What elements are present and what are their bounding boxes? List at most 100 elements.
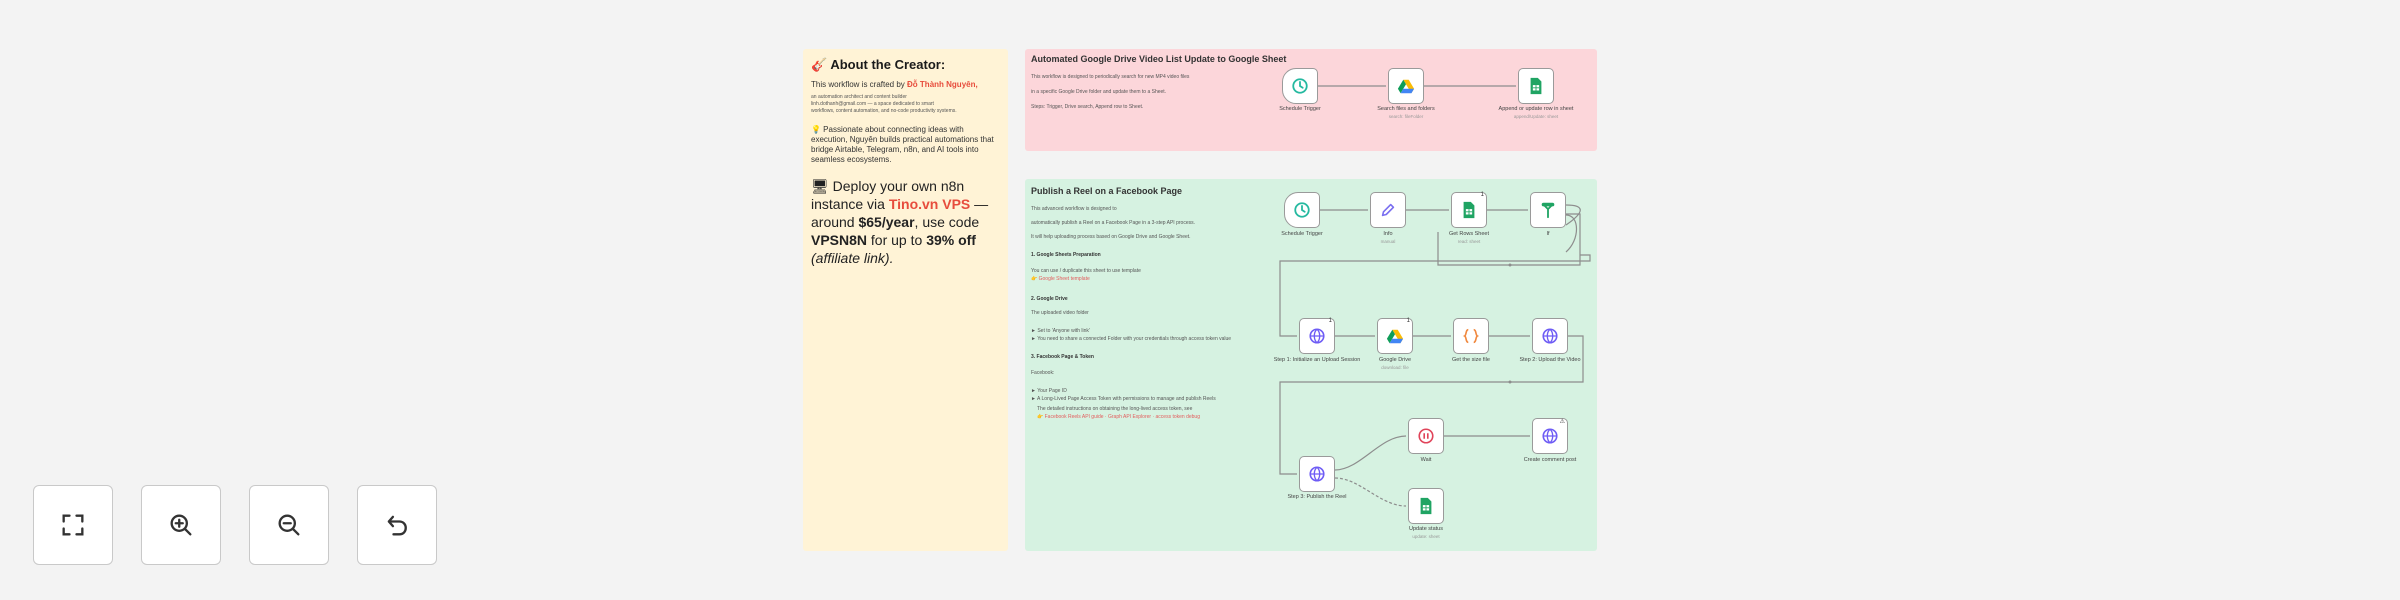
zoom-in-button[interactable]	[141, 485, 221, 565]
fb-publish-reel-label: Step 3: Publish the Reel	[1287, 494, 1347, 500]
fb-schedule-trigger-label: Schedule Trigger	[1281, 231, 1323, 237]
fit-view-button[interactable]	[33, 485, 113, 565]
fb-note-sec1-a: You can use / duplicate this sheet to us…	[1031, 268, 1141, 274]
fb-edit-fields-node[interactable]	[1370, 192, 1406, 228]
drive-note-desc-1: This workflow is designed to periodicall…	[1031, 74, 1190, 80]
fb-note-sec3-c: ► A Long-Lived Page Access Token with pe…	[1031, 396, 1216, 402]
fb-note-sec3-a: Facebook:	[1031, 370, 1055, 376]
creator-small-3: workflows, content automation, and no-co…	[811, 108, 957, 114]
deploy-link[interactable]: Tino.vn VPS	[888, 196, 971, 212]
fb-init-upload-label: Step 1: Initialize an Upload Session	[1273, 357, 1361, 363]
drive-search-subtitle: search: fileFolder	[1388, 114, 1424, 119]
zoom-in-icon	[170, 514, 192, 536]
fb-edit-fields-label: Info manual	[1343, 231, 1433, 245]
fb-note-sec1-b[interactable]: 👉 Google Sheet template	[1031, 276, 1090, 282]
if-branch-icon	[1541, 202, 1555, 219]
fb-if-label: If	[1546, 231, 1550, 237]
fb-get-rows-node[interactable]: 1	[1451, 192, 1487, 228]
zoom-out-icon	[278, 514, 300, 536]
drive-note-desc-3: Steps: Trigger, Drive search, Append row…	[1031, 104, 1144, 110]
code-braces-icon	[1462, 328, 1480, 344]
fb-edit-fields-subtitle: manual	[1380, 239, 1396, 244]
clock-icon	[1294, 202, 1310, 218]
fb-note-sec2: 2. Google Drive	[1031, 296, 1068, 302]
drive-note-desc-2: in a specific Google Drive folder and up…	[1031, 89, 1167, 95]
fb-get-rows-label: Get Rows Sheet read: sheet	[1424, 231, 1514, 245]
drive-search-title: Search files and folders	[1377, 106, 1435, 112]
google-drive-icon	[1397, 79, 1415, 94]
google-sheets-icon	[1530, 77, 1542, 95]
google-drive-icon	[1386, 329, 1404, 344]
deploy-off-prefix: for up to	[867, 232, 927, 248]
globe-icon	[1309, 466, 1325, 482]
fb-upload-video-label: Step 2: Upload the Video	[1519, 357, 1581, 363]
drive-search-node[interactable]	[1388, 68, 1424, 104]
deploy-code-prefix: , use code	[914, 214, 980, 230]
fb-note-sec3-d: The detailed instructions on obtaining t…	[1037, 406, 1193, 412]
creator-title: 🎸 About the Creator:	[811, 57, 946, 72]
fb-update-status-subtitle: update: sheet	[1412, 534, 1440, 539]
zoom-out-button[interactable]	[249, 485, 329, 565]
creator-passion: 💡 Passionate about connecting ideas with…	[811, 125, 994, 164]
deploy-affiliate: (affiliate link).	[811, 250, 894, 266]
fb-google-drive-subtitle: download: file	[1381, 365, 1409, 370]
fb-create-comment-label: Create comment post	[1523, 457, 1577, 463]
creator-line: This workflow is crafted by Đỗ Thành Ngu…	[811, 79, 1000, 90]
pencil-icon	[1381, 203, 1395, 217]
creator-small-2: linh.dothanh@gmail.com — a space dedicat…	[811, 101, 934, 107]
deploy-code: VPSN8N	[811, 232, 868, 248]
fb-wait-label: Wait	[1420, 457, 1432, 463]
creator-author-link[interactable]: Đỗ Thành Nguyên,	[907, 80, 978, 89]
fb-code-label: Get the size file	[1452, 357, 1490, 363]
fb-google-drive-node[interactable]: 1	[1377, 318, 1413, 354]
fb-init-upload-node[interactable]: 1	[1299, 318, 1335, 354]
google-sheets-icon	[1463, 201, 1475, 219]
fb-note-desc-3: It will help uploading process based on …	[1031, 234, 1191, 240]
fb-note-sec1: 1. Google Sheets Preparation	[1031, 252, 1101, 258]
fb-publish-reel-node[interactable]	[1299, 456, 1335, 492]
creator-line-prefix: This workflow is crafted by	[811, 80, 908, 89]
fb-schedule-trigger-node[interactable]	[1284, 192, 1320, 228]
fb-update-status-label: Update status update: sheet	[1381, 526, 1471, 540]
fb-note-sec2-b: ► Set to 'Anyone with link'	[1031, 328, 1090, 334]
drive-schedule-trigger-label: Schedule Trigger	[1279, 106, 1321, 112]
creator-small-1: an automation architect and content buil…	[811, 94, 907, 100]
fb-update-status-title: Update status	[1409, 526, 1443, 532]
fb-update-status-node[interactable]	[1408, 488, 1444, 524]
fb-wait-node[interactable]	[1408, 418, 1444, 454]
deploy-prefix: 🖥 Deploy your own n8n instance via	[811, 178, 965, 212]
fb-note-sec2-a: The uploaded video folder	[1031, 310, 1089, 316]
reset-zoom-button[interactable]	[357, 485, 437, 565]
fb-code-node[interactable]	[1453, 318, 1489, 354]
drive-note-title: Automated Google Drive Video List Update…	[1031, 54, 1287, 64]
run-count-badge: 1	[1406, 318, 1410, 324]
drive-schedule-trigger-node[interactable]	[1282, 68, 1318, 104]
fit-view-icon	[62, 514, 84, 536]
fb-note-desc-2: automatically publish a Reel on a Facebo…	[1031, 220, 1195, 226]
fb-create-comment-node[interactable]: ⚠	[1532, 418, 1568, 454]
fb-note-sec3-b: ► Your Page ID	[1031, 388, 1067, 394]
creator-deploy: 🖥 Deploy your own n8n instance via Tino.…	[811, 177, 1000, 267]
fb-if-node[interactable]	[1530, 192, 1566, 228]
fb-edit-fields-title: Info	[1383, 231, 1393, 237]
fb-get-rows-subtitle: read: sheet	[1457, 239, 1481, 244]
clock-icon	[1292, 78, 1308, 94]
run-count-badge: 1	[1480, 192, 1484, 198]
drive-append-sheet-title: Append or update row in sheet	[1498, 106, 1574, 112]
fb-note-sec2-c: ► You need to share a connected Folder w…	[1031, 336, 1232, 342]
globe-icon	[1542, 328, 1558, 344]
globe-icon	[1542, 428, 1558, 444]
deploy-off: 39% off	[926, 232, 976, 248]
fb-note-title: Publish a Reel on a Facebook Page	[1031, 186, 1183, 196]
run-count-badge: 1	[1328, 318, 1332, 324]
pause-icon	[1418, 428, 1434, 444]
drive-append-sheet-node[interactable]	[1518, 68, 1554, 104]
deploy-mid: — around	[811, 196, 989, 230]
fb-note-sec3-e[interactable]: 👉 Facebook Reels API guide · Graph API E…	[1037, 414, 1200, 420]
creator-sticky-note[interactable]: 🎸 About the Creator: This workflow is cr…	[803, 49, 1008, 551]
fb-get-rows-title: Get Rows Sheet	[1448, 231, 1490, 237]
fb-upload-video-node[interactable]	[1532, 318, 1568, 354]
fb-note-sec3: 3. Facebook Page & Token	[1031, 354, 1094, 360]
